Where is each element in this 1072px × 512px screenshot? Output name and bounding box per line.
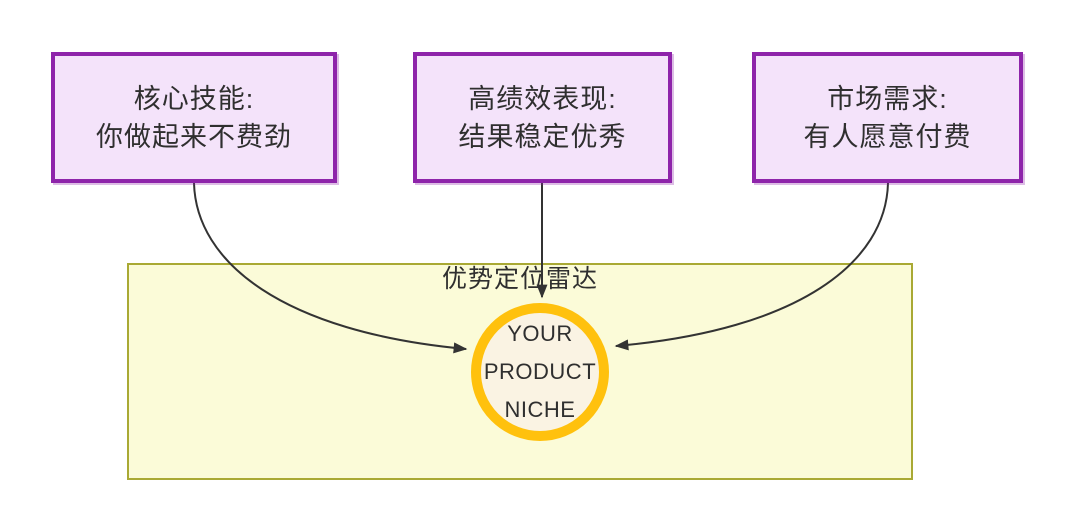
node-high-performance: 高绩效表现: 结果稳定优秀 [413, 52, 672, 183]
node-high-performance-line2: 结果稳定优秀 [458, 121, 627, 152]
node-product-niche-line2: PRODUCT [483, 359, 597, 384]
node-core-skill: 核心技能: 你做起来不费劲 [51, 52, 337, 183]
node-market-demand-line1: 市场需求: [827, 83, 948, 114]
node-core-skill-line1: 核心技能: [133, 83, 255, 114]
node-product-niche-line1: YOUR [507, 321, 573, 346]
node-market-demand: 市场需求: 有人愿意付费 [752, 52, 1023, 183]
radar-group-title: 优势定位雷达 [441, 265, 598, 293]
node-market-demand-line2: 有人愿意付费 [803, 121, 972, 152]
node-product-niche: YOUR PRODUCT NICHE [471, 303, 609, 441]
node-product-niche-line3: NICHE [504, 397, 576, 422]
node-core-skill-line2: 你做起来不费劲 [96, 121, 292, 152]
node-high-performance-line1: 高绩效表现: [468, 83, 617, 114]
